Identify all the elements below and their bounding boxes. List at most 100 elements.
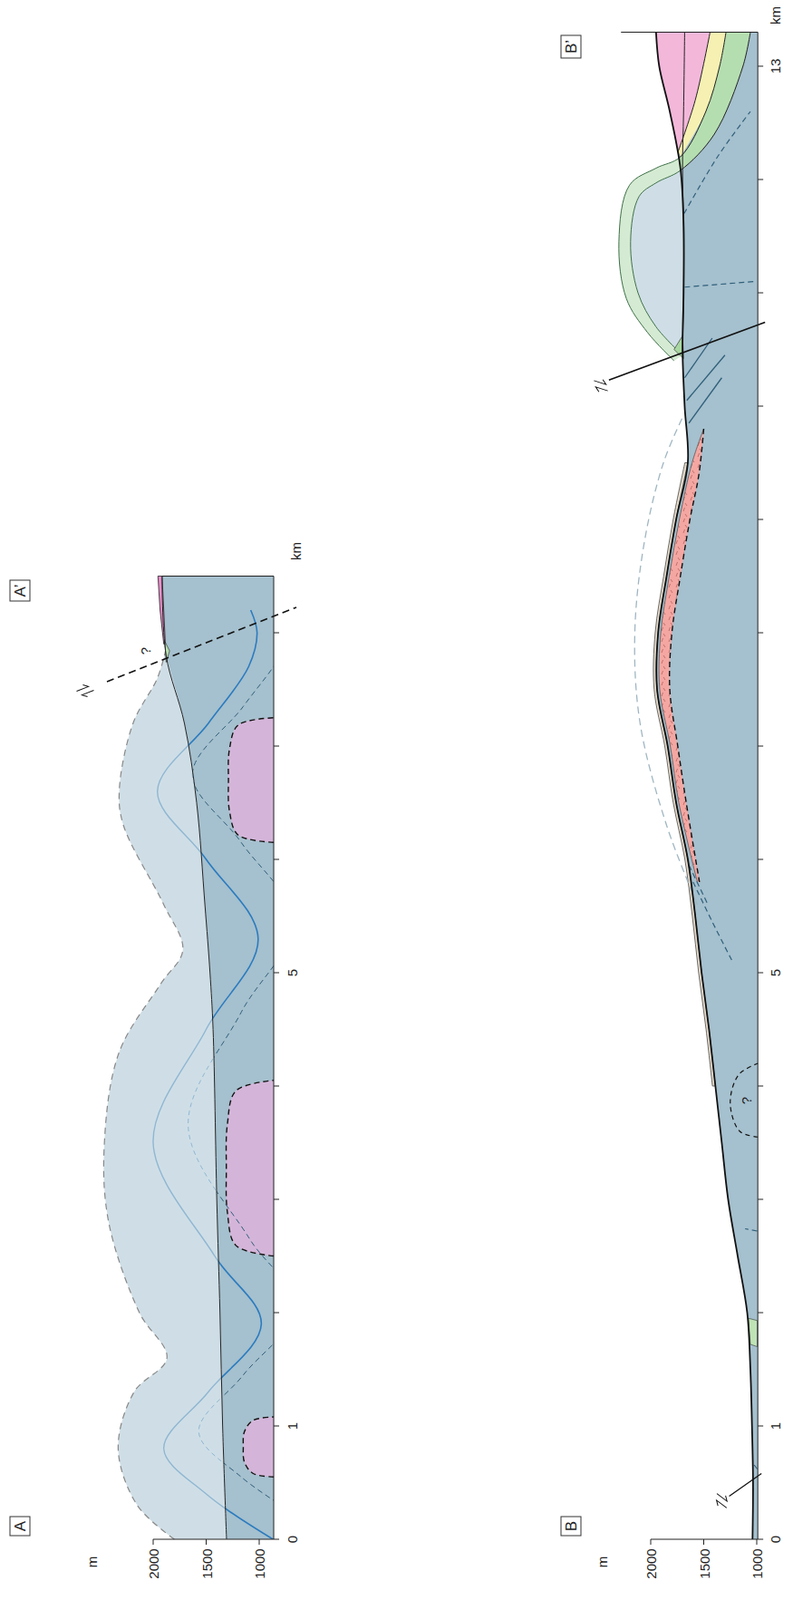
contact <box>630 32 751 356</box>
axis-label: 0 <box>768 1535 783 1543</box>
tick <box>757 632 764 634</box>
tick <box>757 1312 764 1314</box>
tick <box>756 1538 758 1545</box>
axis-unit: km <box>289 541 303 561</box>
axis <box>162 576 274 1540</box>
tick <box>703 1538 705 1545</box>
tick <box>273 1199 280 1200</box>
axis-unit: km <box>768 6 783 25</box>
intrusion <box>228 717 274 843</box>
axis-label: 1 <box>285 1421 300 1430</box>
green-unit <box>618 32 751 362</box>
horizon <box>153 609 273 1539</box>
half-arrow <box>716 1489 730 1501</box>
fault-symbol <box>75 681 96 700</box>
tick <box>273 745 280 747</box>
tick <box>273 859 280 861</box>
axis-label: 1500 <box>696 1547 711 1578</box>
fault-symbol <box>711 1489 733 1510</box>
intrusion-outline <box>228 717 274 843</box>
thin-cover <box>653 463 716 1087</box>
lens-base <box>669 428 705 882</box>
structure-dashed <box>744 1228 757 1232</box>
axis-label: 1000 <box>252 1547 267 1578</box>
tick <box>757 292 764 294</box>
axis-label: 5 <box>768 968 783 977</box>
half-arrow <box>75 683 88 692</box>
tick <box>757 1425 764 1427</box>
half-arrow <box>714 1499 727 1511</box>
tick <box>273 1085 280 1087</box>
intrusion-outline <box>226 1080 274 1257</box>
section-end-label: A’ <box>9 579 31 601</box>
fault <box>729 1473 763 1497</box>
axis-label: 1500 <box>199 1547 213 1578</box>
tick <box>757 859 764 861</box>
tick <box>205 1538 207 1545</box>
tick <box>757 406 764 407</box>
tick <box>259 1538 261 1545</box>
intrusion-outline <box>242 1416 274 1477</box>
contact <box>618 32 726 362</box>
intrusion <box>226 1080 274 1257</box>
bedding <box>688 377 722 424</box>
structure-dashed <box>684 111 751 214</box>
intrusion <box>242 1416 274 1477</box>
section-end-label: A <box>9 1515 31 1536</box>
topography <box>656 32 754 1540</box>
axis-label: ? <box>137 647 152 655</box>
tick <box>273 972 280 974</box>
fault <box>106 607 297 682</box>
landscape-group <box>75 32 765 1546</box>
horizon-reconstructed <box>153 609 273 1539</box>
fault <box>609 322 765 381</box>
cover-unit <box>157 576 165 645</box>
axis-unit: m <box>85 1556 99 1568</box>
section-letter: A’ <box>12 583 29 597</box>
tick <box>650 1538 652 1545</box>
axis-label: 1 <box>768 1421 783 1430</box>
axis-label: ? <box>738 1096 753 1104</box>
horizon-reconstructed-dashed <box>188 592 309 1522</box>
tick <box>757 519 764 521</box>
tick <box>757 745 764 747</box>
tick <box>757 179 764 181</box>
reconstructed-surface <box>103 649 183 1539</box>
axis-label: 1000 <box>750 1547 764 1578</box>
horizon-dashed <box>188 592 309 1522</box>
section-letter: B <box>563 1519 580 1530</box>
uncertain-intrusion <box>730 1063 758 1137</box>
topography <box>162 576 227 1540</box>
tick <box>273 1425 280 1427</box>
structure-dashed <box>734 1420 758 1470</box>
half-arrow <box>594 386 609 395</box>
eroded-reconstruction <box>103 649 227 1539</box>
axis-unit: m <box>595 1556 610 1568</box>
tick <box>273 1538 280 1540</box>
half-arrow <box>81 690 95 699</box>
axis-label: 2000 <box>644 1547 658 1578</box>
axis <box>650 1538 758 1540</box>
tick <box>757 1199 764 1200</box>
section-letter: B’ <box>563 38 580 53</box>
axis-label: 2000 <box>146 1547 161 1578</box>
section-end-label: B’ <box>560 34 582 59</box>
eroded-green-unit <box>618 32 751 362</box>
axis <box>153 1538 274 1540</box>
tick <box>757 972 764 974</box>
axis-label: 13 <box>768 58 783 75</box>
fault-symbol <box>590 377 610 395</box>
axis-label: 5 <box>285 968 300 977</box>
bedding <box>686 355 726 401</box>
structure-dashed <box>684 281 755 288</box>
contact-reconstructed <box>618 32 726 362</box>
tick <box>273 1312 280 1314</box>
tick <box>757 66 764 68</box>
axis <box>620 32 758 1540</box>
tick <box>273 632 280 634</box>
section-end-label: B <box>560 1515 582 1536</box>
axis-label: 0 <box>285 1535 300 1543</box>
